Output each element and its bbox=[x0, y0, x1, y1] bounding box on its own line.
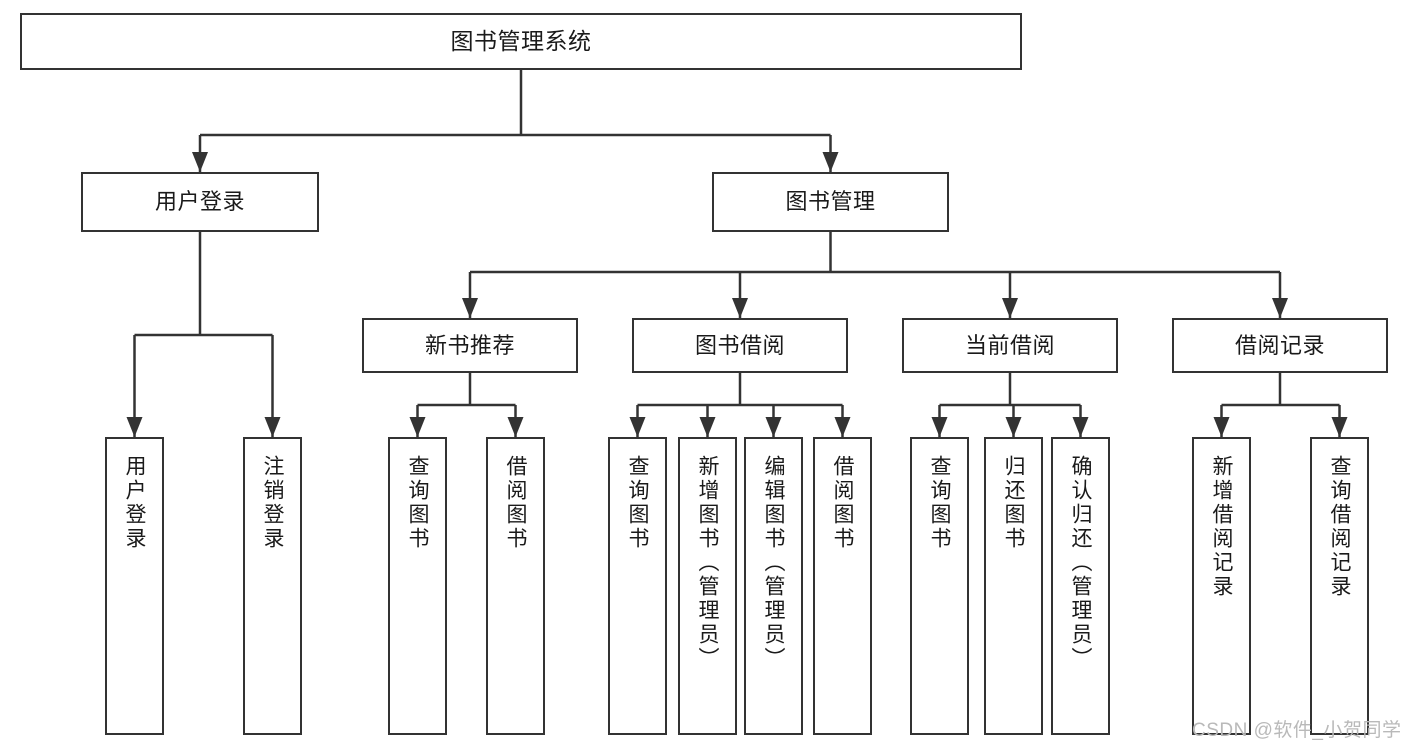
node-leaf-logout[interactable]: 注销登录 bbox=[243, 437, 302, 735]
node-label: 借阅图书 bbox=[504, 455, 527, 551]
arrowhead-leaf-borrow-book-2 bbox=[834, 417, 851, 437]
node-label: 图书借阅 bbox=[694, 332, 785, 358]
arrowhead-leaf-edit-book bbox=[765, 417, 782, 437]
node-label: 确认归还（管理员） bbox=[1069, 455, 1092, 671]
arrowhead-new-book-recommend bbox=[462, 298, 478, 318]
node-label: 注销登录 bbox=[261, 455, 284, 551]
node-book-manage[interactable]: 图书管理 bbox=[712, 172, 949, 232]
node-leaf-confirm-return[interactable]: 确认归还（管理员） bbox=[1051, 437, 1110, 735]
arrowhead-leaf-query-book-1 bbox=[409, 417, 426, 437]
node-label: 新增图书（管理员） bbox=[696, 455, 719, 671]
node-label: 用户登录 bbox=[154, 189, 245, 215]
node-leaf-query-record[interactable]: 查询借阅记录 bbox=[1310, 437, 1369, 735]
node-user-login[interactable]: 用户登录 bbox=[81, 172, 319, 232]
node-leaf-user-login[interactable]: 用户登录 bbox=[105, 437, 164, 735]
node-label: 查询借阅记录 bbox=[1328, 455, 1351, 599]
arrowhead-leaf-borrow-book-1 bbox=[507, 417, 524, 437]
node-label: 图书管理系统 bbox=[450, 27, 592, 54]
arrowhead-leaf-confirm-return bbox=[1072, 417, 1089, 437]
node-label: 图书管理 bbox=[785, 189, 876, 215]
arrowhead-leaf-query-book-3 bbox=[931, 417, 948, 437]
arrowhead-leaf-logout bbox=[264, 417, 281, 437]
watermark: CSDN @软件_小贺同学 bbox=[1192, 720, 1402, 741]
node-leaf-query-book-3[interactable]: 查询图书 bbox=[910, 437, 969, 735]
arrowhead-book-manage bbox=[822, 152, 839, 172]
node-leaf-query-book-2[interactable]: 查询图书 bbox=[608, 437, 667, 735]
node-leaf-borrow-book-1[interactable]: 借阅图书 bbox=[486, 437, 545, 735]
node-book-borrow[interactable]: 图书借阅 bbox=[632, 318, 848, 373]
node-leaf-return-book[interactable]: 归还图书 bbox=[984, 437, 1043, 735]
node-borrow-record[interactable]: 借阅记录 bbox=[1172, 318, 1388, 373]
node-label: 当前借阅 bbox=[964, 332, 1055, 358]
node-label: 归还图书 bbox=[1002, 455, 1025, 551]
node-label: 借阅图书 bbox=[831, 455, 854, 551]
node-current-borrow[interactable]: 当前借阅 bbox=[902, 318, 1118, 373]
node-root[interactable]: 图书管理系统 bbox=[20, 13, 1022, 70]
node-label: 新书推荐 bbox=[424, 332, 515, 358]
arrowhead-leaf-query-record bbox=[1331, 417, 1348, 437]
arrowhead-leaf-add-record bbox=[1213, 417, 1230, 437]
node-new-book-recommend[interactable]: 新书推荐 bbox=[362, 318, 578, 373]
arrowhead-leaf-query-book-2 bbox=[629, 417, 646, 437]
arrowhead-leaf-return-book bbox=[1005, 417, 1022, 437]
node-label: 查询图书 bbox=[626, 455, 649, 551]
arrowhead-current-borrow bbox=[1002, 298, 1018, 318]
node-leaf-add-record[interactable]: 新增借阅记录 bbox=[1192, 437, 1251, 735]
arrowhead-borrow-record bbox=[1272, 298, 1288, 318]
arrowhead-leaf-add-book bbox=[699, 417, 716, 437]
node-leaf-edit-book[interactable]: 编辑图书（管理员） bbox=[744, 437, 803, 735]
node-label: 用户登录 bbox=[123, 455, 146, 551]
node-label: 新增借阅记录 bbox=[1210, 455, 1233, 599]
arrowhead-book-borrow bbox=[732, 298, 748, 318]
node-label: 查询图书 bbox=[928, 455, 951, 551]
node-label: 查询图书 bbox=[406, 455, 429, 551]
arrowhead-leaf-user-login bbox=[126, 417, 143, 437]
arrowhead-user-login bbox=[192, 152, 208, 172]
node-leaf-add-book[interactable]: 新增图书（管理员） bbox=[678, 437, 737, 735]
node-leaf-query-book-1[interactable]: 查询图书 bbox=[388, 437, 447, 735]
node-label: 借阅记录 bbox=[1234, 332, 1325, 358]
node-leaf-borrow-book-2[interactable]: 借阅图书 bbox=[813, 437, 872, 735]
node-label: 编辑图书（管理员） bbox=[762, 455, 785, 671]
